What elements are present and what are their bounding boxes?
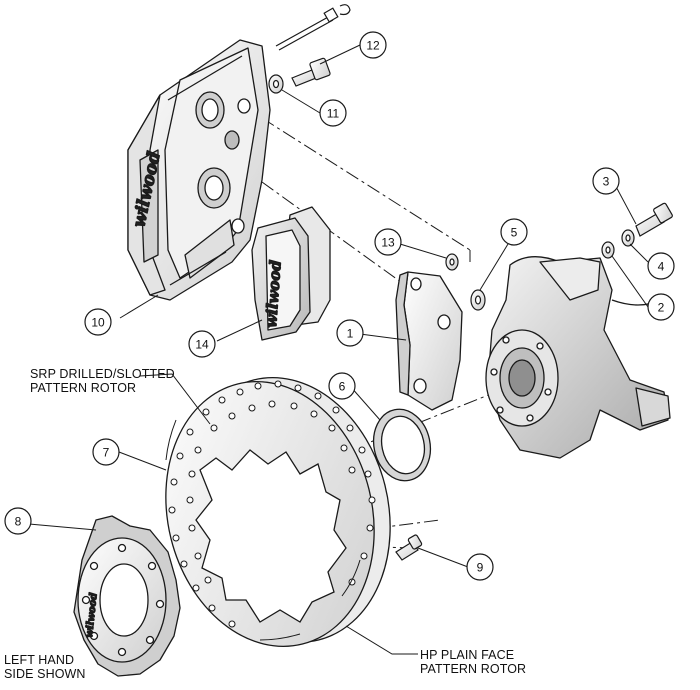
callout-6: 6: [328, 372, 356, 400]
part-2-spacer: [601, 241, 615, 259]
svg-text:8: 8: [15, 515, 22, 529]
rotor-type-top-line2: PATTERN ROTOR: [30, 381, 137, 395]
part-13-washer: [445, 253, 459, 271]
rotor-type-label-top: SRP DRILLED/SLOTTED PATTERN ROTOR: [30, 367, 175, 395]
svg-text:7: 7: [103, 446, 110, 460]
part-4-washer: [621, 229, 635, 247]
svg-text:12: 12: [366, 39, 380, 53]
rotor-type-bottom-line2: PATTERN ROTOR: [420, 662, 527, 676]
part-11-washer: [268, 74, 284, 94]
callout-5: 5: [500, 218, 528, 246]
side-shown-line2: SIDE SHOWN: [4, 667, 86, 681]
callout-9: 9: [466, 553, 494, 581]
svg-text:14: 14: [195, 338, 209, 352]
callout-10: 10: [84, 308, 112, 336]
part-10-caliper: wilwood: [127, 39, 271, 301]
side-shown-line1: LEFT HAND: [4, 653, 75, 667]
rotor-slots: [165, 419, 361, 641]
svg-text:1: 1: [347, 327, 354, 341]
side-shown-label: LEFT HAND SIDE SHOWN: [4, 653, 86, 681]
rotor-type-bottom-line1: HP PLAIN FACE: [420, 648, 515, 662]
callout-11: 11: [319, 99, 347, 127]
callout-8: 8: [4, 507, 32, 535]
callout-13: 13: [374, 228, 402, 256]
hat-brand-text: wilwood: [84, 592, 100, 638]
svg-text:9: 9: [477, 561, 484, 575]
hat-bolt-holes: [81, 543, 165, 657]
svg-text:6: 6: [339, 380, 346, 394]
callout-3: 3: [592, 167, 620, 195]
rotor-type-label-bottom: HP PLAIN FACE PATTERN ROTOR: [420, 648, 526, 676]
svg-text:4: 4: [658, 260, 665, 274]
part-8-rotor-hat: wilwood: [73, 515, 181, 677]
callout-4: 4: [647, 252, 675, 280]
spindle-knuckle: [485, 256, 671, 459]
svg-text:11: 11: [327, 107, 340, 121]
part-3-bolt: [635, 202, 673, 237]
svg-text:5: 5: [511, 226, 518, 240]
callout-2: 2: [647, 293, 675, 321]
part-5-spacer: [470, 289, 486, 311]
part-14-brake-pads: wilwood: [251, 206, 331, 341]
callout-1: 1: [336, 319, 364, 347]
callout-7: 7: [92, 438, 120, 466]
part-7-rotor: [165, 377, 391, 647]
part-12-caliper-bolt: [275, 4, 351, 87]
rotor-drill-holes: [168, 380, 376, 628]
svg-text:13: 13: [381, 236, 395, 250]
callout-12: 12: [359, 31, 387, 59]
part-9-bolt: [395, 534, 423, 561]
callout-14: 14: [188, 330, 216, 358]
callouts: 12 11 3 4 2 5 13 1 6 7 8 9 10 14: [4, 31, 675, 581]
rotor-type-top-line1: SRP DRILLED/SLOTTED: [30, 367, 175, 381]
pad-brand-text: wilwood: [262, 259, 285, 328]
svg-text:2: 2: [658, 301, 665, 315]
svg-text:3: 3: [603, 175, 610, 189]
svg-text:10: 10: [91, 316, 105, 330]
part-1-bracket: [395, 271, 463, 411]
part-6-seal-ring: [372, 408, 432, 482]
